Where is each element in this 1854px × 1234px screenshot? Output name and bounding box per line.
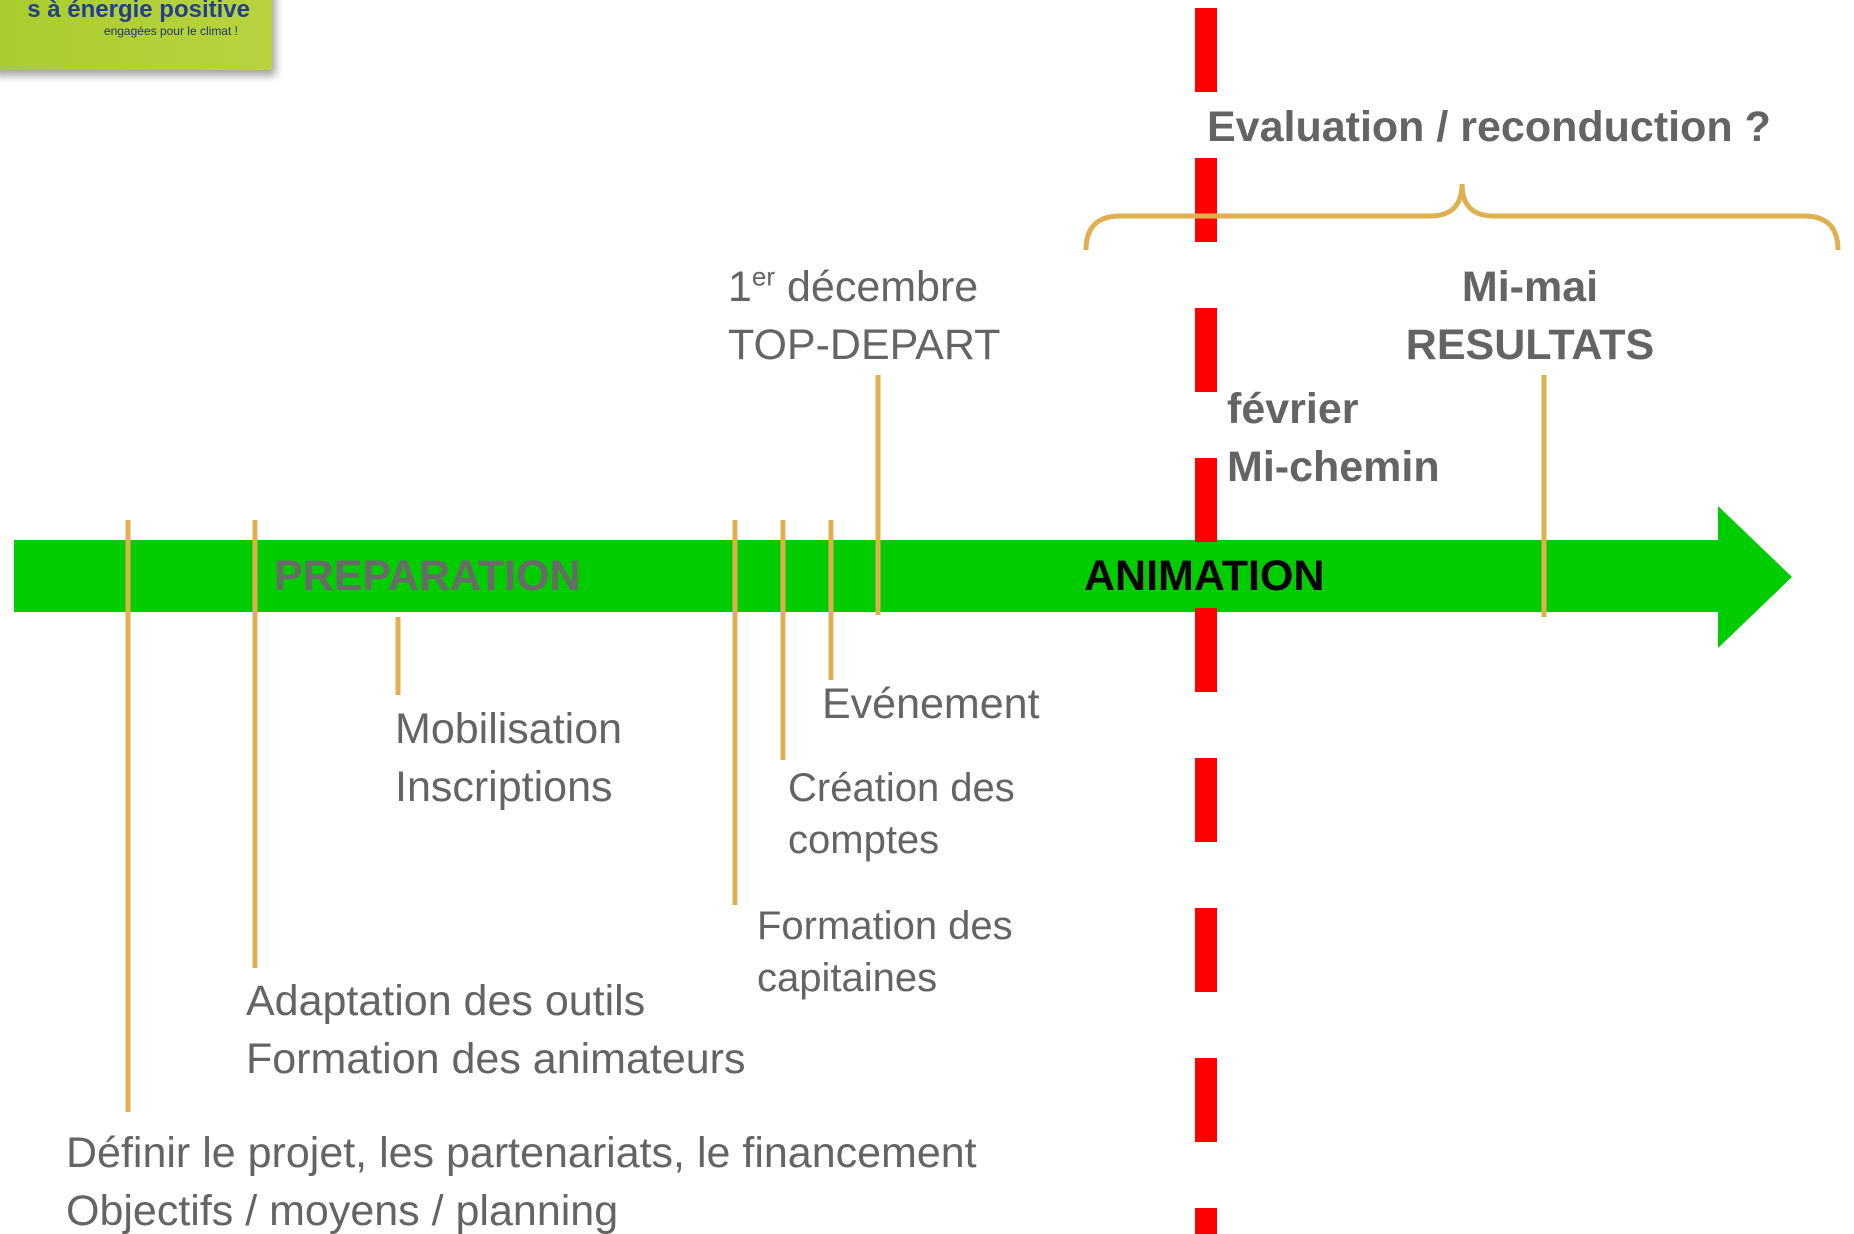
top-depart-prefix: 1 [728, 263, 752, 311]
mi-chemin-title: Mi-chemin [1227, 443, 1440, 491]
top-depart-sup: er [751, 261, 776, 292]
top-depart-title: TOP-DEPART [728, 321, 1001, 369]
resultats-title: RESULTATS [1405, 321, 1655, 369]
comptes-line1: Création des [788, 766, 1015, 810]
capitaines-line1: Formation des [757, 904, 1013, 948]
step-adaptation-outils: Adaptation des outils Formation des anim… [246, 972, 746, 1088]
step-definir-projet: Définir le projet, les partenariats, le … [66, 1124, 977, 1234]
logo-title: s à énergie positive [27, 0, 250, 23]
milestone-mi-chemin: février Mi-chemin [1227, 380, 1440, 496]
tick-marks [125, 375, 1547, 1112]
step-formation-capitaines: Formation des capitaines [757, 900, 1013, 1004]
mobilisation-text: Mobilisation [395, 705, 623, 753]
comptes-line2: comptes [788, 818, 940, 862]
evaluation-brace [1083, 183, 1841, 251]
top-depart-rest: décembre [775, 263, 979, 311]
milestone-resultats: Mi-mai RESULTATS [1390, 258, 1670, 374]
logo-banner: s à énergie positive engagées pour le cl… [0, 0, 272, 70]
capitaines-line2: capitaines [757, 956, 938, 1000]
inscriptions-text: Inscriptions [395, 763, 613, 811]
resultats-date: Mi-mai [1461, 263, 1599, 311]
timeline-arrow [14, 506, 1792, 648]
projet-line1: Définir le projet, les partenariats, le … [66, 1129, 977, 1177]
phase-preparation: PREPARATION [274, 552, 581, 600]
mi-chemin-date: février [1227, 385, 1359, 433]
projet-line2: Objectifs / moyens / planning [66, 1187, 619, 1234]
step-evenement: Evénement [822, 680, 1040, 728]
step-mobilisation: Mobilisation Inscriptions [395, 700, 622, 816]
milestone-evaluation: Evaluation / reconduction ? [1207, 103, 1771, 151]
phase-animation: ANIMATION [1084, 552, 1325, 600]
step-creation-comptes: Création des comptes [788, 762, 1015, 866]
logo-tagline: engagées pour le climat ! [103, 24, 238, 38]
milestone-top-depart: 1er décembre TOP-DEPART [728, 258, 1000, 374]
outils-line2: Formation des animateurs [246, 1035, 746, 1083]
outils-line1: Adaptation des outils [246, 977, 646, 1025]
